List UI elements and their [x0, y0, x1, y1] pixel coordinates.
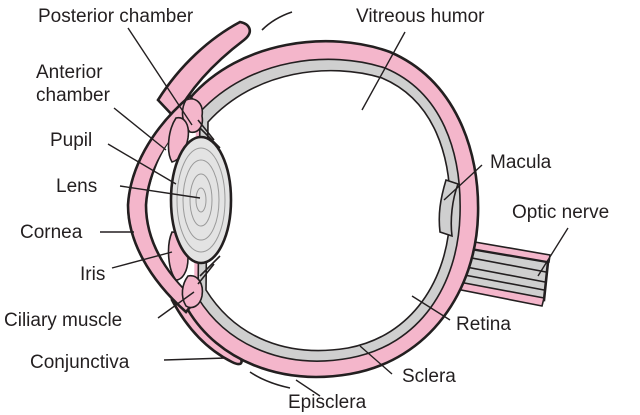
label-optic-nerve: Optic nerve	[512, 202, 609, 223]
conjunctiva-lower-line	[249, 371, 291, 389]
label-iris: Iris	[80, 264, 105, 285]
label-pupil: Pupil	[50, 130, 92, 151]
leader-anterior-chamber	[113, 107, 167, 151]
upper-eyelid	[156, 20, 252, 121]
lens	[169, 135, 233, 265]
label-retina: Retina	[456, 314, 511, 335]
label-anterior: Anterior	[36, 62, 103, 83]
macula-region	[438, 178, 460, 238]
leader-posterior-chamber	[127, 27, 193, 126]
leader-ciliary-muscle	[157, 291, 195, 319]
leader-episclera	[295, 379, 321, 397]
label-conjunctiva: Conjunctiva	[30, 352, 130, 373]
label-ciliary-muscle: Ciliary muscle	[4, 310, 122, 331]
lens-ring-1	[176, 147, 226, 253]
lens-ring-2	[182, 159, 220, 241]
leader-sclera	[359, 345, 393, 375]
lens-ring-3	[189, 173, 213, 227]
lens-ring-4	[195, 187, 207, 213]
leader-retina	[411, 295, 451, 321]
cornea	[126, 94, 202, 314]
ciliary-body-lower	[181, 274, 204, 309]
label-cornea: Cornea	[20, 222, 83, 243]
label-vitreous-humor: Vitreous humor	[356, 6, 485, 27]
leader-conjunctiva	[163, 357, 227, 361]
leader-pupil	[107, 143, 177, 185]
episclera-outer-line	[261, 11, 293, 31]
leader-optic-nerve	[537, 227, 569, 277]
leader-macula	[443, 164, 483, 201]
label-chamber: chamber	[36, 85, 111, 106]
label-sclera: Sclera	[402, 366, 456, 387]
leader-iris	[111, 251, 173, 269]
label-posterior-chamber: Posterior chamber	[38, 6, 194, 27]
label-macula: Macula	[490, 152, 552, 173]
leader-lens	[119, 185, 201, 199]
label-lens: Lens	[56, 176, 97, 197]
leader-vitreous-humor	[361, 31, 406, 111]
label-episclera: Episclera	[288, 392, 367, 413]
vitreous-humor	[205, 69, 451, 352]
